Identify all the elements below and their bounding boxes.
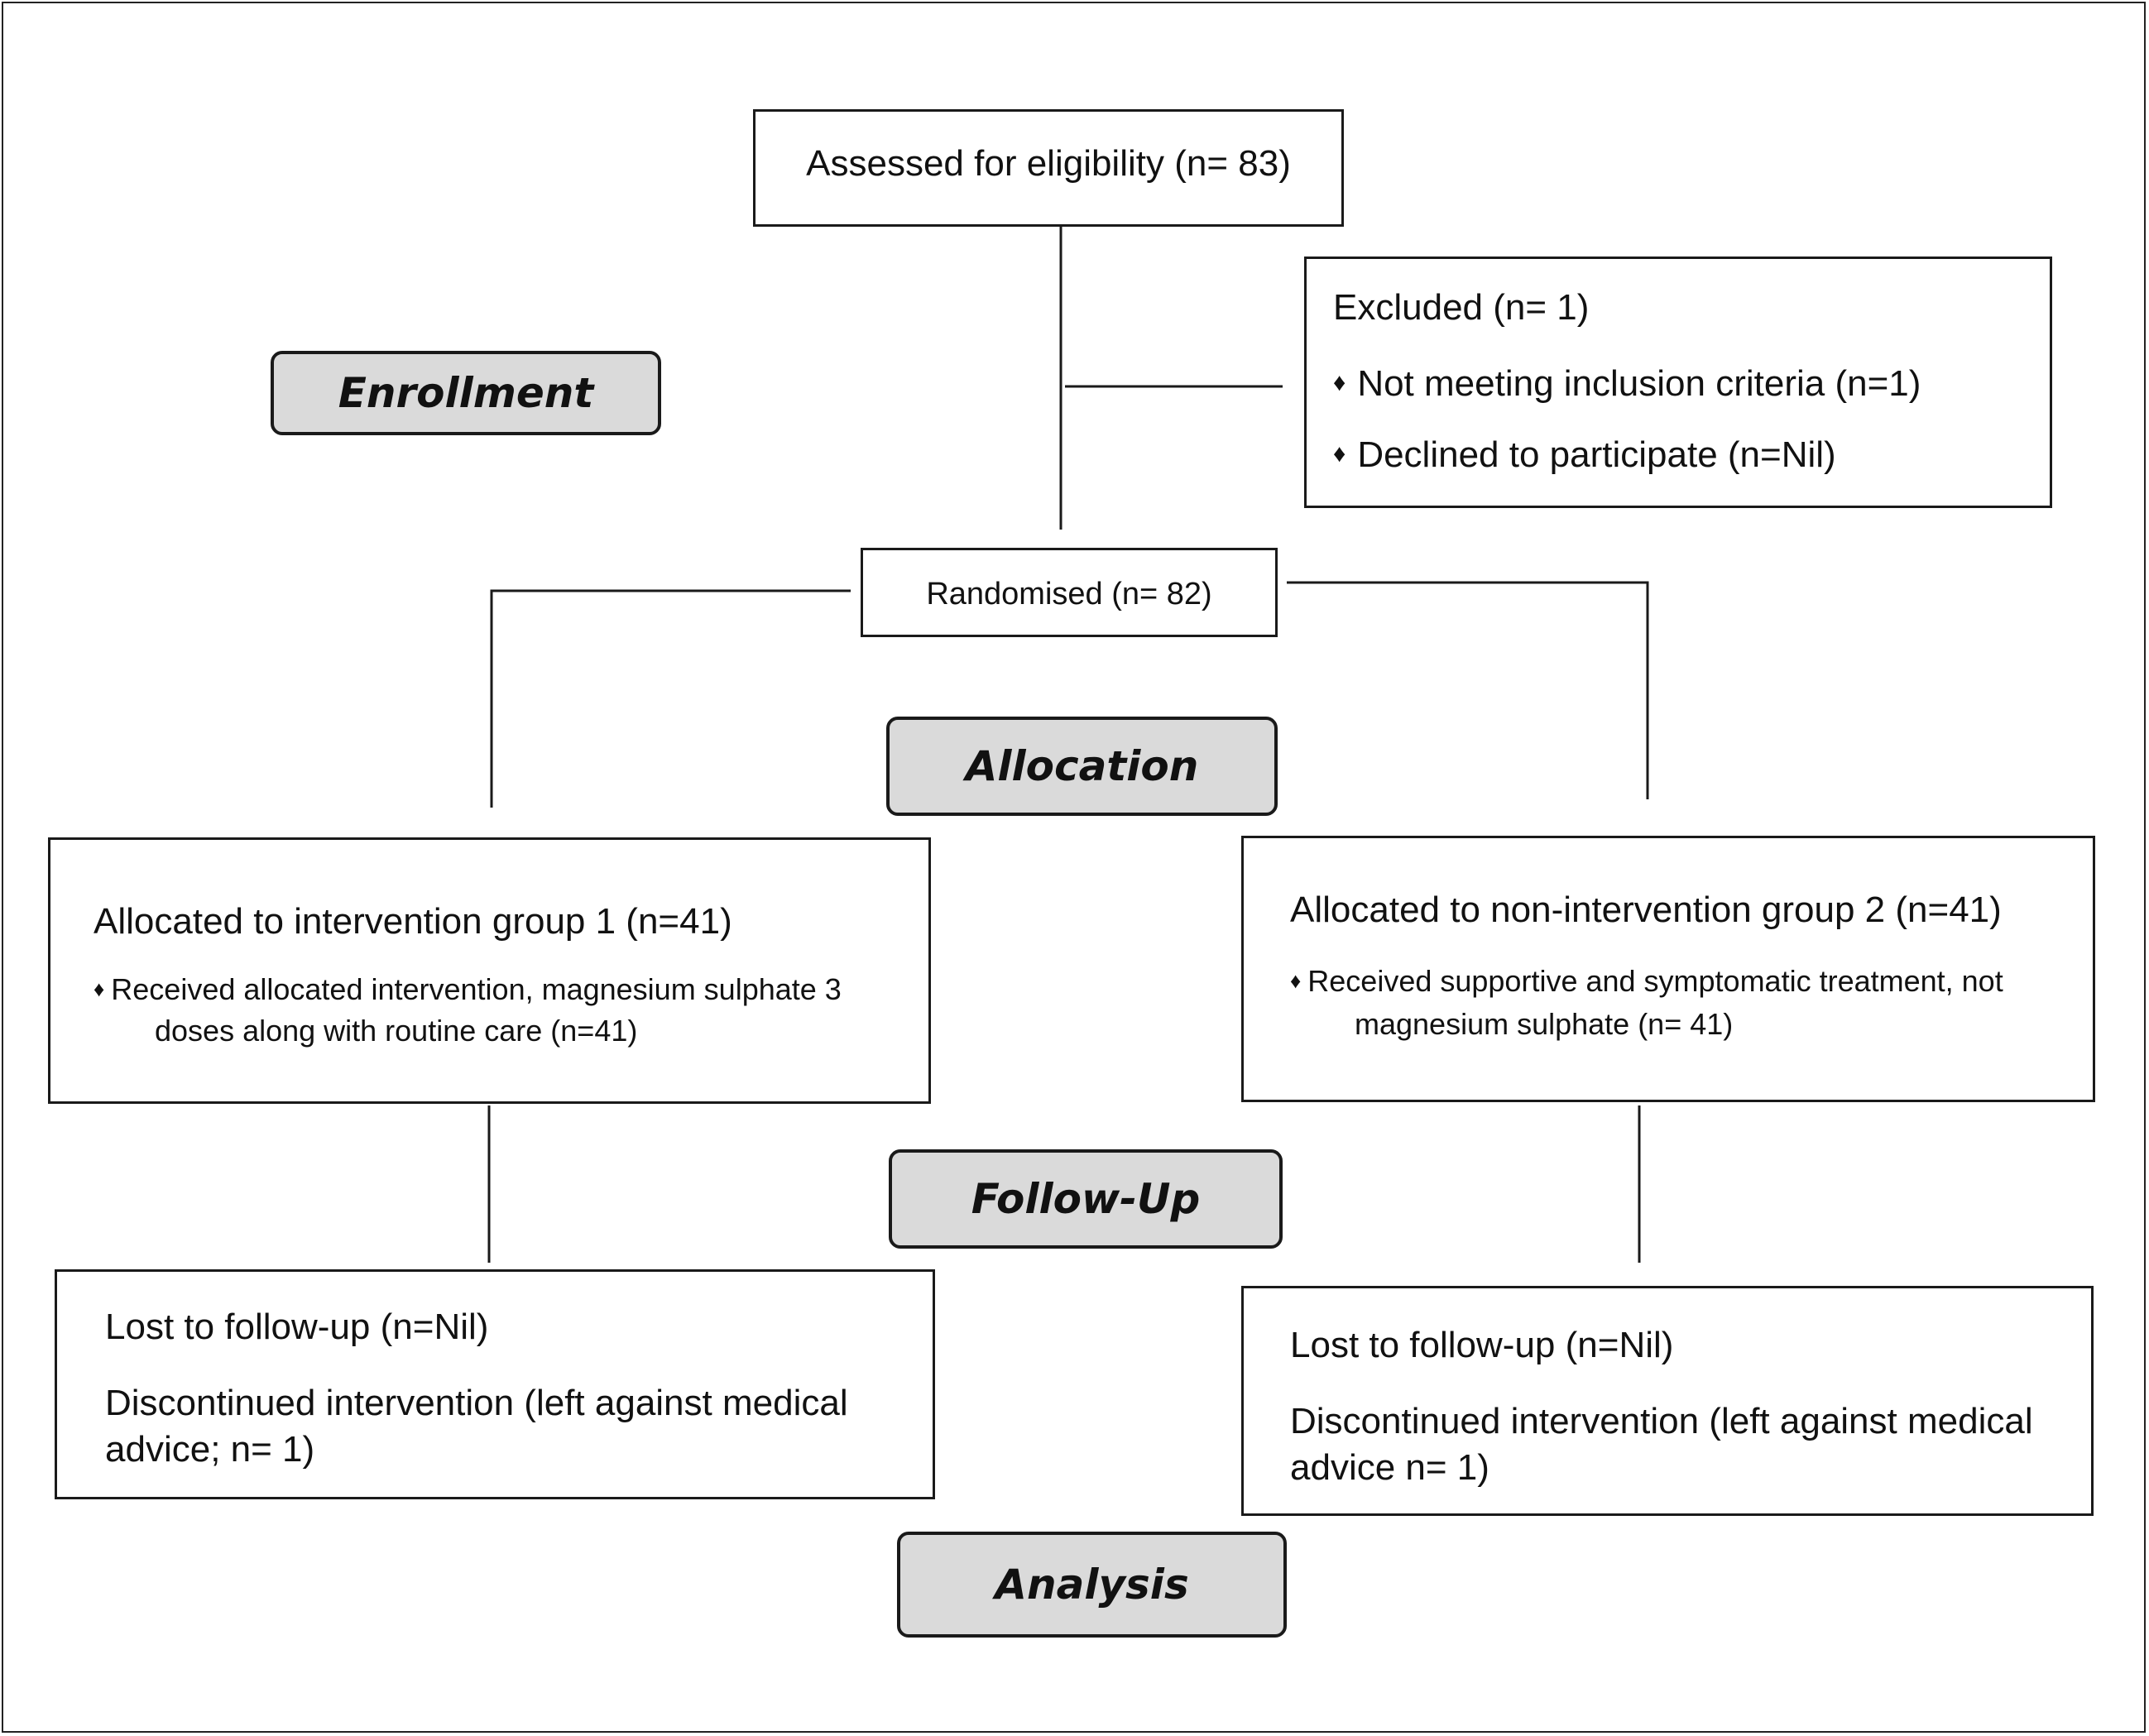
followup2-discontinued-line2: advice n= 1)	[1290, 1447, 1489, 1488]
stage-analysis: Analysis	[897, 1532, 1287, 1638]
assessed-text: Assessed for eligibility (n= 83)	[806, 143, 1291, 184]
group2-detail: ♦Received supportive and symptomatic tre…	[1290, 964, 2003, 999]
randomised-box: Randomised (n= 82)	[861, 548, 1278, 637]
bullet-icon: ♦	[94, 976, 105, 1001]
group1-detail-line1: Received allocated intervention, magnesi…	[111, 972, 842, 1006]
excluded-item: ♦ Declined to participate (n=Nil)	[1333, 434, 1836, 476]
followup1-box: Lost to follow-up (n=Nil) Discontinued i…	[55, 1269, 935, 1499]
bullet-icon: ♦	[1333, 440, 1346, 468]
excluded-item-text: Declined to participate (n=Nil)	[1357, 434, 1836, 475]
connector-randomised-left	[490, 589, 851, 808]
connector-randomised-right	[1287, 581, 1649, 799]
followup1-discontinued-line1: Discontinued intervention (left against …	[105, 1383, 848, 1423]
stage-allocation: Allocation	[886, 717, 1278, 816]
group2-detail-line2: magnesium sulphate (n= 41)	[1355, 1007, 1734, 1041]
group1-detail-line2: doses along with routine care (n=41)	[155, 1014, 638, 1048]
stage-enrollment: Enrollment	[271, 351, 661, 435]
group2-title: Allocated to non-intervention group 2 (n…	[1290, 890, 2002, 930]
followup1-discontinued-line2: advice; n= 1)	[105, 1429, 315, 1470]
group2-detail-line1: Received supportive and symptomatic trea…	[1307, 964, 2003, 998]
randomised-text: Randomised (n= 82)	[926, 577, 1212, 611]
excluded-box: Excluded (n= 1) ♦ Not meeting inclusion c…	[1304, 257, 2052, 508]
excluded-item: ♦ Not meeting inclusion criteria (n=1)	[1333, 363, 1921, 405]
excluded-item-text: Not meeting inclusion criteria (n=1)	[1357, 363, 1921, 404]
stage-follow-up: Follow-Up	[889, 1149, 1283, 1249]
excluded-title: Excluded (n= 1)	[1333, 287, 1590, 328]
followup1-lost: Lost to follow-up (n=Nil)	[105, 1307, 489, 1347]
followup2-box: Lost to follow-up (n=Nil) Discontinued i…	[1241, 1286, 2094, 1516]
followup2-lost: Lost to follow-up (n=Nil)	[1290, 1325, 1674, 1365]
group1-title: Allocated to intervention group 1 (n=41)	[94, 901, 732, 942]
group1-box: Allocated to intervention group 1 (n=41)…	[48, 837, 931, 1104]
group1-detail: ♦Received allocated intervention, magnes…	[94, 972, 842, 1007]
bullet-icon: ♦	[1290, 967, 1302, 993]
group2-box: Allocated to non-intervention group 2 (n…	[1241, 836, 2095, 1102]
followup2-discontinued-line1: Discontinued intervention (left against …	[1290, 1401, 2033, 1441]
bullet-icon: ♦	[1333, 369, 1346, 397]
assessed-box: Assessed for eligibility (n= 83)	[753, 109, 1344, 227]
